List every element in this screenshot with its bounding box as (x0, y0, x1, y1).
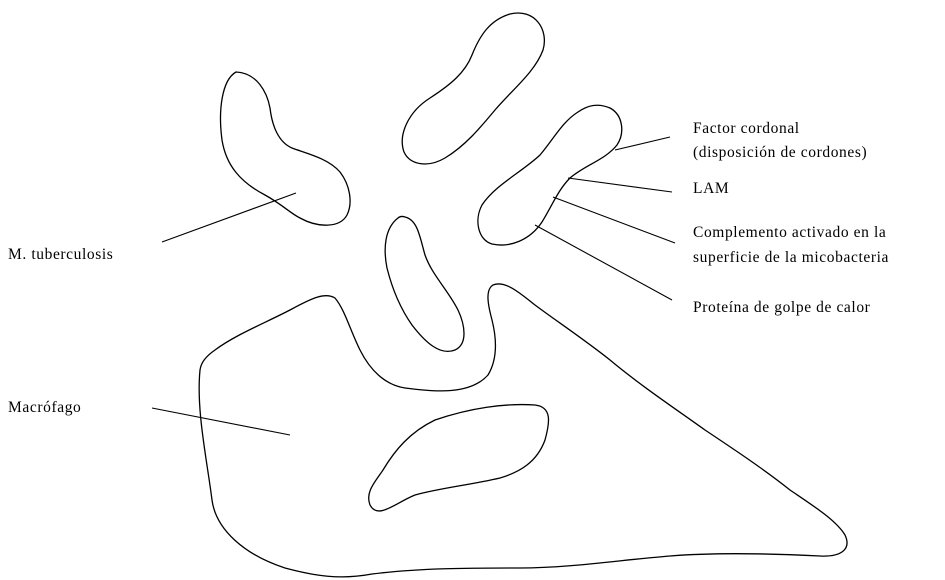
leader-complement (553, 197, 675, 243)
label-complement-line2: superficie de la micobacteria (693, 249, 889, 266)
macrophage-vacuole (369, 405, 549, 511)
label-cord-factor-line2: (disposición de cordones) (693, 144, 867, 161)
label-cord-factor-line1: Factor cordonal (693, 120, 800, 137)
label-lam: LAM (693, 180, 729, 197)
leader-cord-factor (615, 137, 670, 150)
leader-lam (568, 178, 672, 192)
leader-heat-shock (535, 225, 672, 300)
bacillus-right (478, 105, 622, 245)
label-heat-shock-protein: Proteína de golpe de calor (693, 299, 871, 316)
bacillus-center (385, 216, 464, 351)
macrophage-outline (199, 284, 847, 577)
bacillus-left (221, 72, 351, 225)
label-complement-line1: Complemento activado en la (693, 224, 886, 241)
leader-macrophage (152, 408, 290, 435)
label-macrophage: Macrófago (8, 399, 81, 416)
bacillus-top (402, 13, 544, 164)
label-tuberculosis: M. tuberculosis (8, 246, 113, 263)
leader-tuberculosis (162, 193, 296, 242)
